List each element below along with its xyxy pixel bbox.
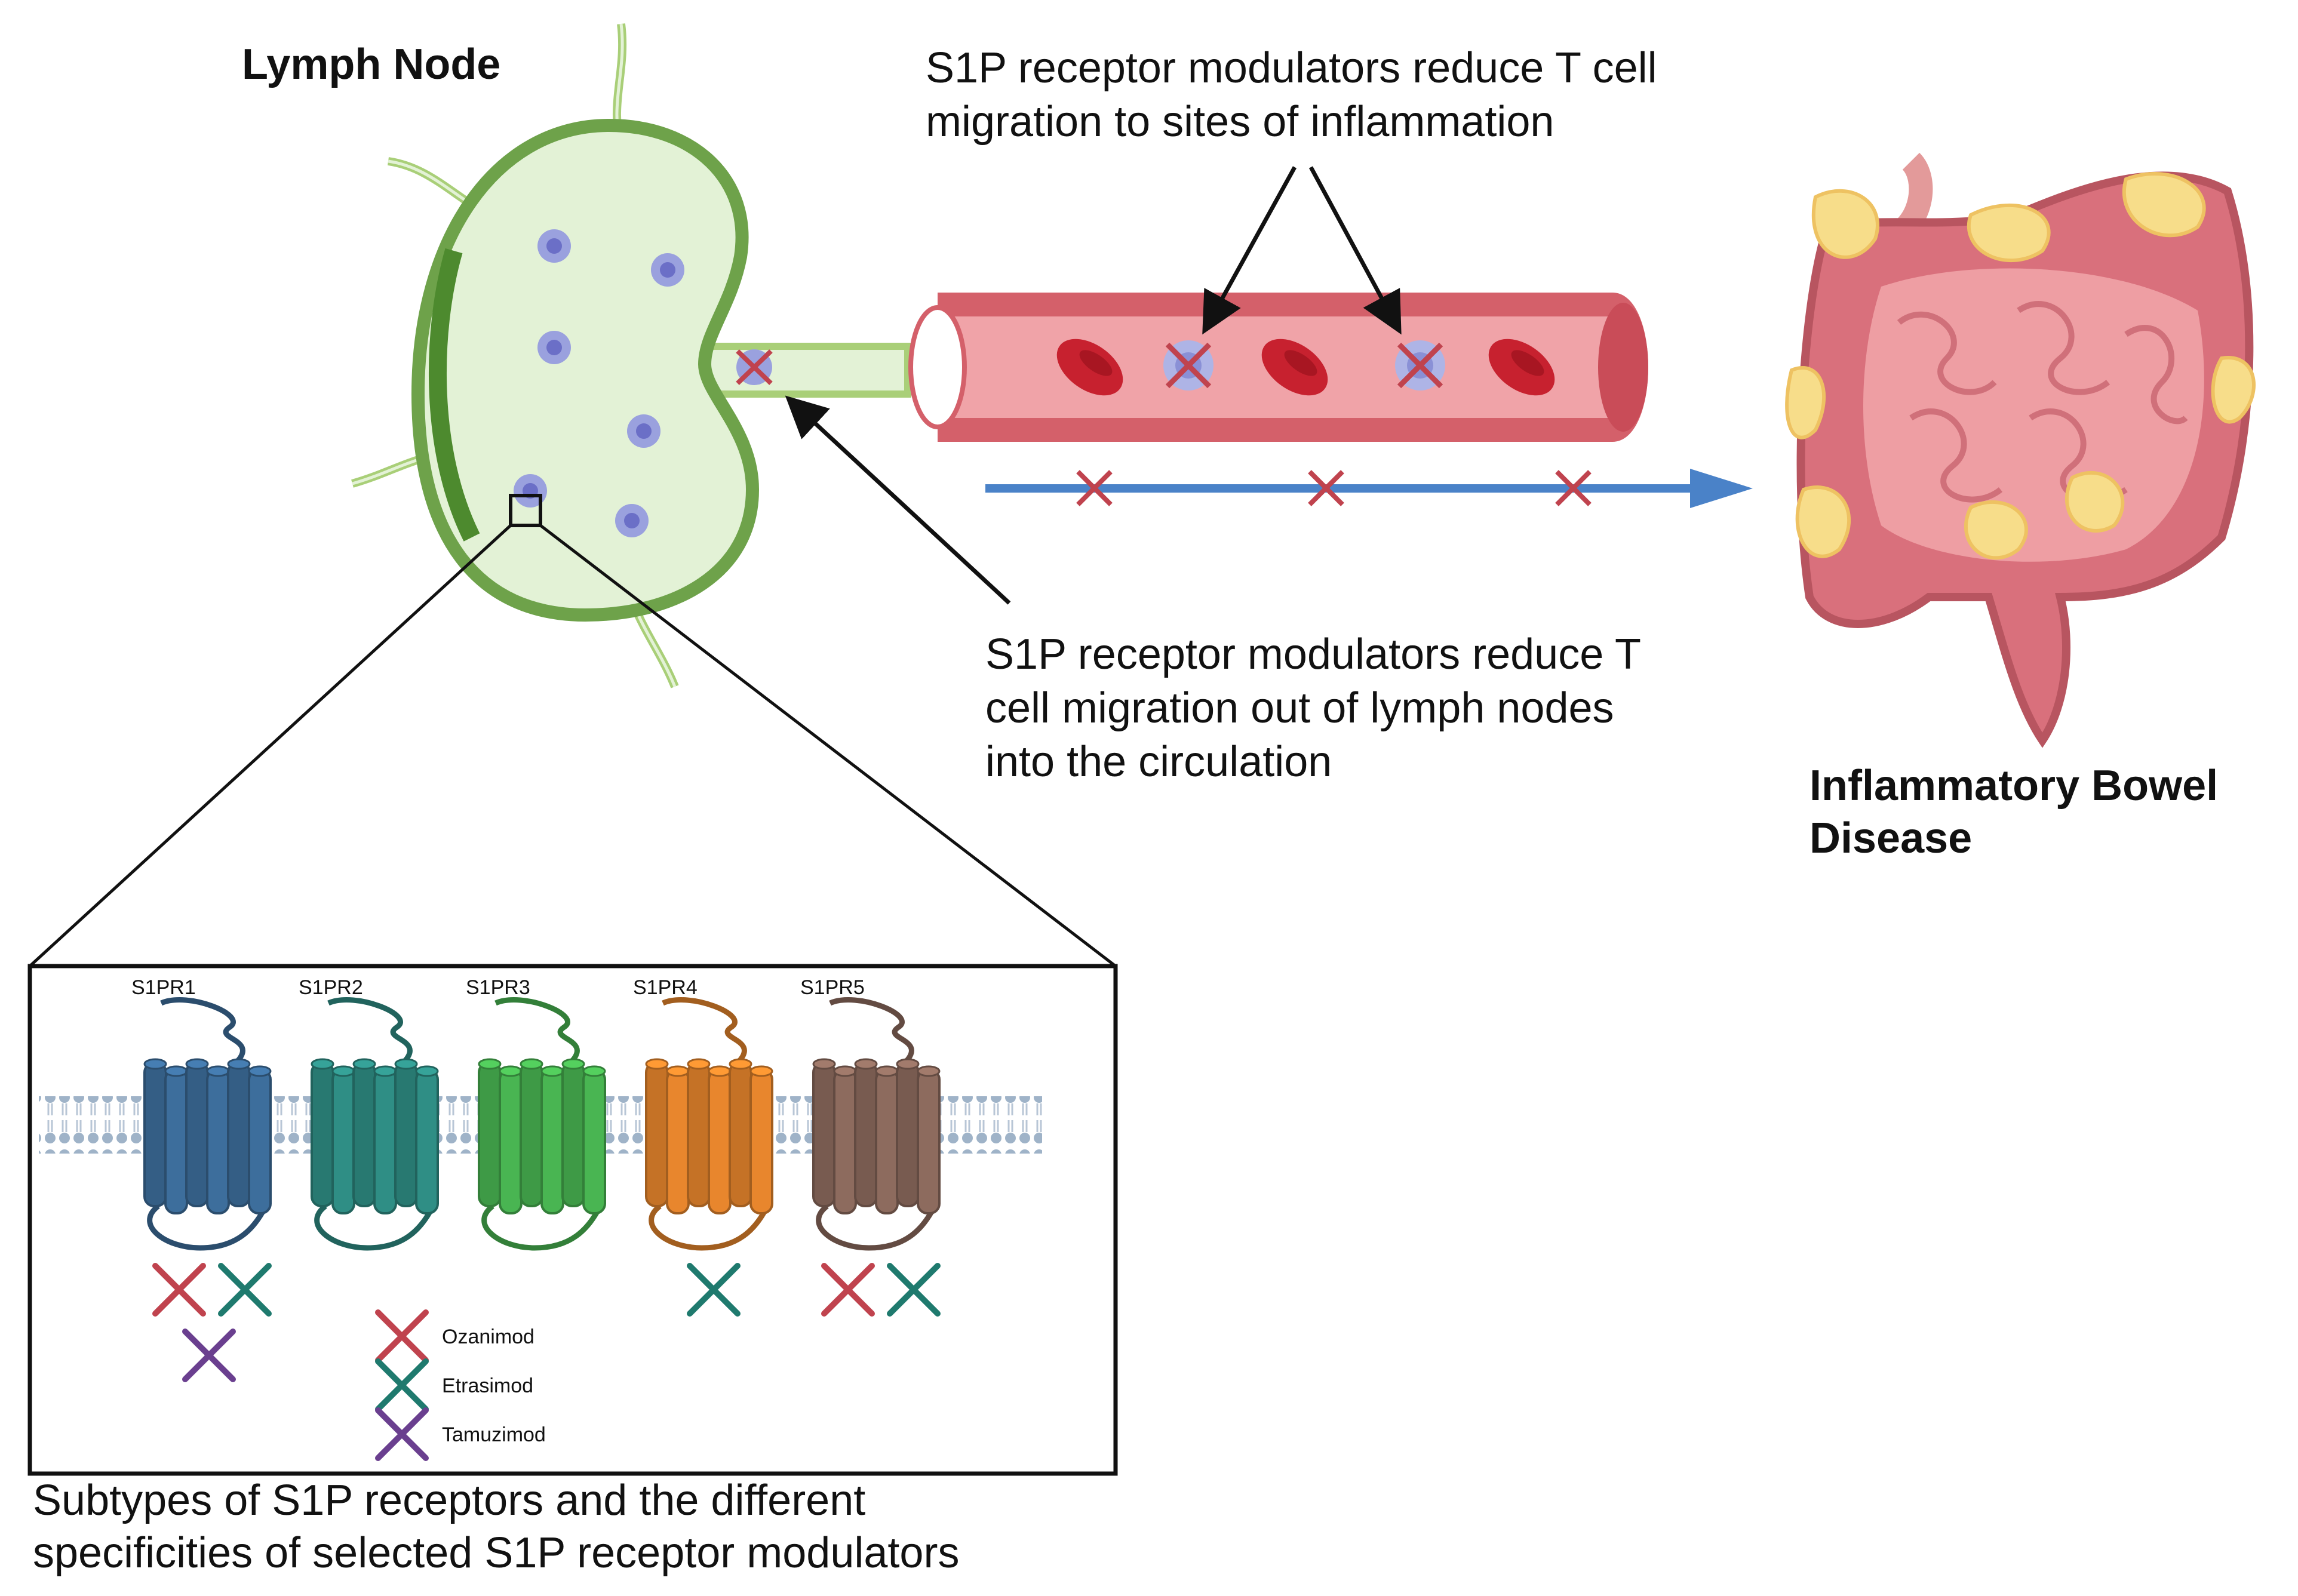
helix (331, 1069, 355, 1214)
callout-mid-line3: into the circulation (985, 738, 1332, 786)
helix (833, 1069, 857, 1214)
helix (729, 1062, 752, 1207)
intestine-illustration (1785, 152, 2256, 748)
helix (854, 1062, 878, 1207)
zoom-line-left (29, 524, 512, 967)
inset-frame (27, 964, 1118, 1476)
legend-x-icon (375, 1309, 429, 1363)
disease-line1: Inflammatory Bowel (1809, 762, 2218, 810)
block-x-icon-etrasimod (887, 1263, 941, 1317)
legend-label: Ozanimod (442, 1326, 534, 1348)
callout-mid-line2: cell migration out of lymph nodes (985, 684, 1614, 732)
legend-item-tamuzimod: Tamuzimod (375, 1407, 546, 1461)
receptor-s1pr3: S1PR3 (466, 976, 606, 1251)
helix (812, 1062, 836, 1207)
receptor-label: S1PR4 (633, 976, 698, 999)
block-x-icon-etrasimod (218, 1263, 272, 1317)
helix (561, 1062, 585, 1207)
red-blood-cells (1056, 339, 1555, 396)
arrow-to-duct (785, 395, 1011, 605)
helix (478, 1062, 502, 1207)
block-x-icon-ozanimod (821, 1263, 875, 1317)
zoom-line-right (539, 524, 1117, 967)
blocked-t-cell (736, 349, 773, 385)
helix (875, 1069, 899, 1214)
helix (164, 1069, 188, 1214)
zoom-box (509, 494, 542, 527)
lymph-node-title: Lymph Node (242, 41, 500, 88)
receptor-layer: S1PR1 S1PR2 S1PR3 S1PR4 S1PR5 (131, 976, 941, 1382)
receptor-s1pr5: S1PR5 (800, 976, 941, 1317)
receptor-label: S1PR3 (466, 976, 530, 999)
helix (666, 1069, 690, 1214)
block-x-icon-ozanimod (152, 1263, 206, 1317)
helix (499, 1069, 523, 1214)
helix (227, 1062, 251, 1207)
helix (206, 1069, 230, 1214)
receptor-s1pr4: S1PR4 (633, 976, 773, 1317)
arrow-to-cell-1 (1202, 166, 1297, 335)
callout-top-line2: migration to sites of inflammation (926, 98, 1554, 146)
helix (248, 1069, 272, 1214)
helix (582, 1069, 606, 1214)
helix (394, 1062, 418, 1207)
legend-item-etrasimod: Etrasimod (375, 1358, 533, 1412)
helix (520, 1062, 543, 1207)
helix (645, 1062, 669, 1207)
legend-label: Tamuzimod (442, 1423, 546, 1446)
legend-item-ozanimod: Ozanimod (375, 1309, 534, 1363)
inset-caption-line2: specificities of selected S1P receptor m… (33, 1529, 959, 1577)
helix (185, 1062, 209, 1207)
t-cells (514, 229, 684, 537)
blocked-t-cells-vessel (1163, 340, 1445, 390)
helix (373, 1069, 397, 1214)
callout-top-line1: S1P receptor modulators reduce T cell (926, 44, 1657, 92)
receptor-label: S1PR2 (299, 976, 363, 999)
block-x-icon-etrasimod (687, 1263, 741, 1317)
lymph-node-illustration (351, 23, 911, 688)
blood-vessel-illustration (908, 293, 1648, 442)
helix (540, 1069, 564, 1214)
inset-caption-line1: Subtypes of S1P receptors and the differ… (33, 1477, 865, 1524)
helix (311, 1062, 334, 1207)
legend-x-icon (375, 1407, 429, 1461)
helix (917, 1069, 941, 1214)
helix (415, 1069, 439, 1214)
receptor-inset: S1PR1 S1PR2 S1PR3 S1PR4 S1PR5 OzanimodEtrasi… (27, 964, 1118, 1476)
callout-mid-line1: S1P receptor modulators reduce T (985, 631, 1641, 678)
legend-x-icon (375, 1358, 429, 1412)
flow-block-x-icons (1076, 470, 1592, 506)
helix (896, 1062, 920, 1207)
receptor-s1pr2: S1PR2 (299, 976, 439, 1251)
helix (708, 1069, 732, 1214)
legend-label: Etrasimod (442, 1374, 533, 1397)
block-x-icon-tamuzimod (182, 1329, 236, 1382)
disease-line2: Disease (1809, 814, 1972, 862)
arrow-to-cell-2 (1308, 166, 1402, 335)
helix (749, 1069, 773, 1214)
helix (352, 1062, 376, 1207)
receptor-label: S1PR1 (131, 976, 196, 999)
helix (687, 1062, 711, 1207)
helix (143, 1062, 167, 1207)
flow-arrow (985, 469, 1753, 508)
receptor-label: S1PR5 (800, 976, 865, 999)
receptor-s1pr1: S1PR1 (131, 976, 272, 1382)
